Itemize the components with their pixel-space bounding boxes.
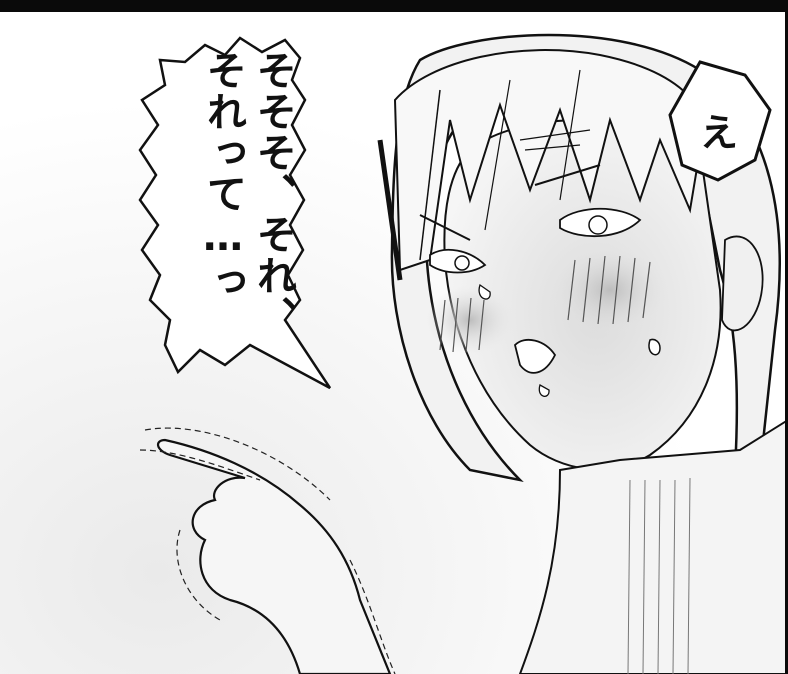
left-brow bbox=[419, 214, 471, 241]
blush-lines bbox=[439, 255, 651, 353]
blush-right bbox=[550, 245, 670, 335]
panel-border-top bbox=[0, 0, 788, 12]
neck-shoulder bbox=[518, 418, 788, 674]
speech-bubble-text: そそそ、それ、 それって…っ bbox=[178, 50, 298, 390]
neck-hatching bbox=[627, 477, 691, 674]
sweat-drop bbox=[648, 338, 661, 356]
sfx-text: え bbox=[699, 110, 738, 155]
speech-line-2: それって…っ bbox=[200, 50, 246, 302]
sfx-bubble-shape bbox=[668, 60, 772, 182]
speech-line-1: そそそ、それ、 bbox=[250, 50, 296, 337]
ear bbox=[721, 235, 764, 332]
speech-bubble-shape bbox=[138, 36, 332, 390]
tremble-lines bbox=[139, 427, 396, 674]
bangs bbox=[393, 49, 707, 272]
panel-border-right bbox=[785, 0, 788, 674]
right-brow bbox=[534, 164, 601, 186]
mouth bbox=[514, 338, 557, 374]
blush-left bbox=[425, 285, 515, 355]
pointing-hand bbox=[157, 438, 392, 674]
